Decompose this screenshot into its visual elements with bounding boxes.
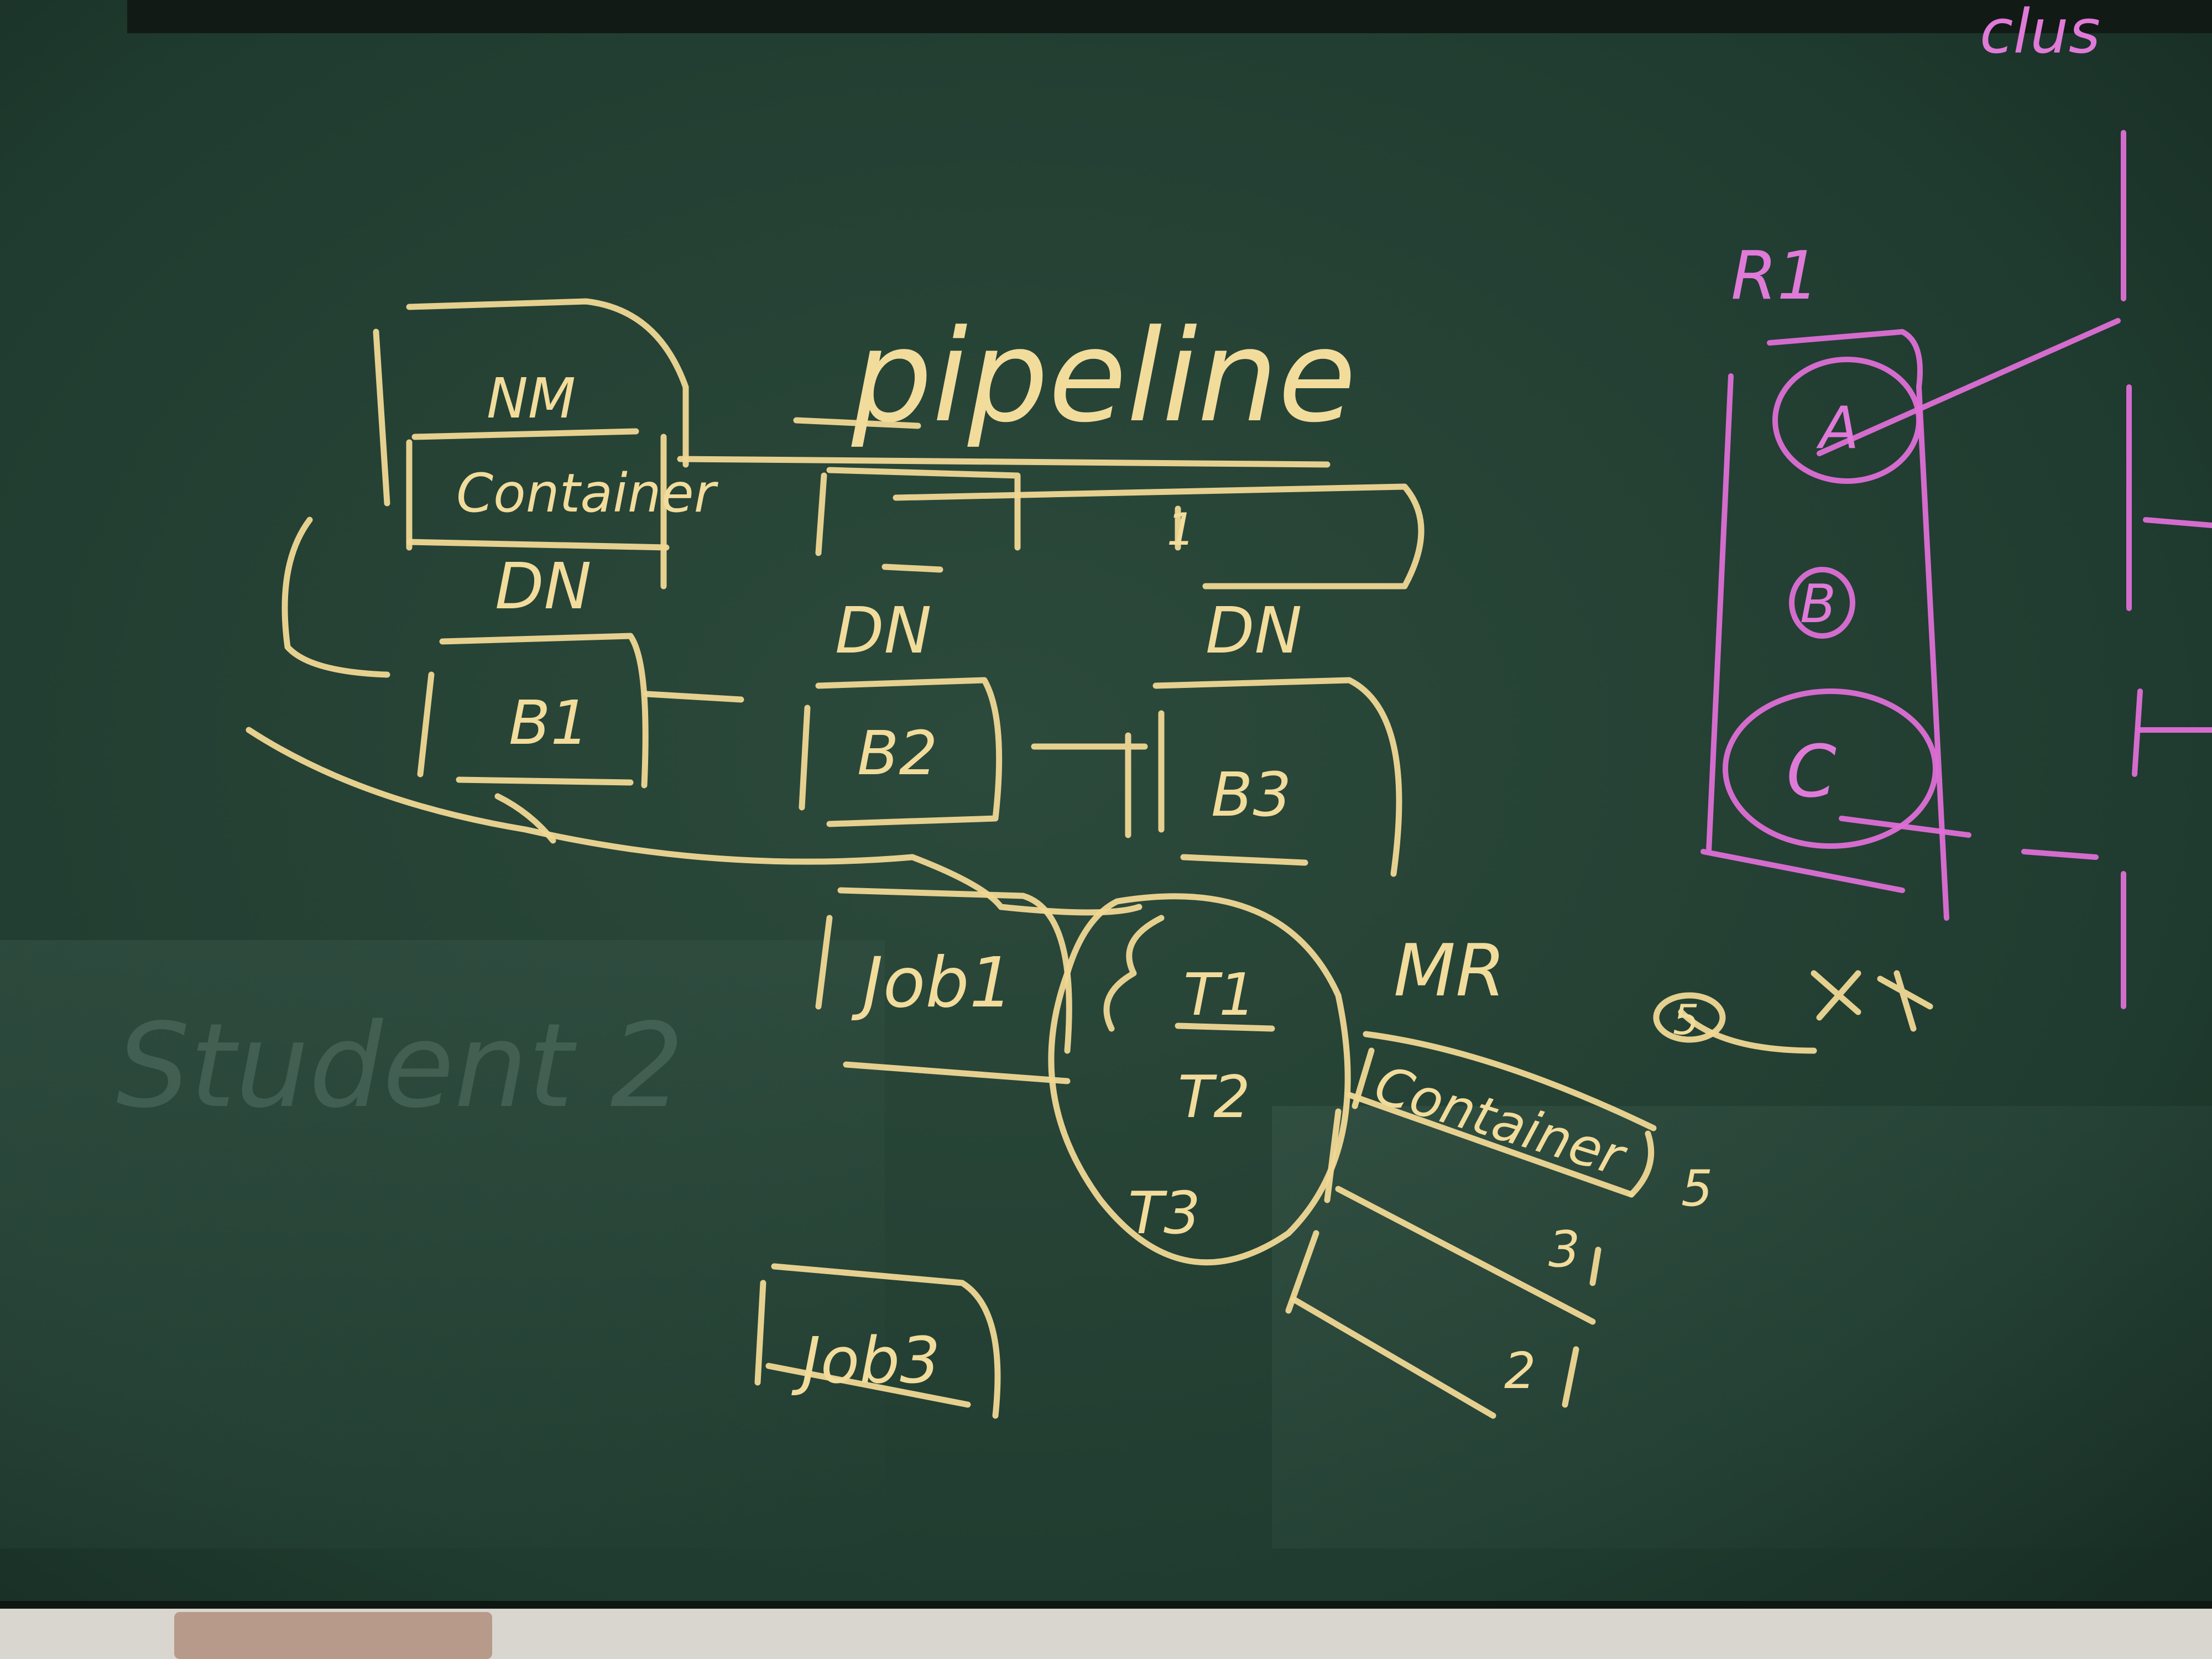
label-rack: R1 [1731,238,1819,315]
container-top [411,428,639,440]
mr-container-row1 [1346,1092,1635,1198]
cluster-divider [2121,130,2143,1009]
label-job3: Job3 [791,1324,940,1398]
pipeline-line [677,456,1331,468]
pipe-box-b [893,483,1425,589]
job3-box [754,1263,1001,1419]
label-row-5: 5 [1681,1160,1713,1218]
label-task-1: T1 [1183,961,1256,1029]
label-task-2: T2 [1178,1063,1250,1131]
label-dn-1: DN [495,550,592,624]
label-job1: Job1 [851,943,1013,1023]
mr-container-right [1562,1130,1655,1408]
top-frame [127,0,2212,33]
label-queue-b: B [1800,574,1836,635]
dn-group-bracket [281,517,390,678]
label-row-3: 3 [1548,1220,1580,1279]
b1-box [417,633,649,789]
queue-a-circle [1772,357,1922,484]
nm-box-arch [406,298,689,468]
label-mr: MR [1394,928,1506,1013]
label-b2: B2 [857,718,937,789]
label-task-3: T3 [1128,1180,1201,1247]
task-ellipse [1048,893,1351,1266]
eraser-smear-2 [1272,1106,2212,1548]
mr-container-left1 [1352,1047,1375,1109]
mr-container-row3 [1291,1296,1496,1419]
queue-a-arrow [1817,318,2121,456]
label-b3: B3 [1211,759,1291,830]
b1-b2-connector [644,691,744,703]
mr-container-top [1363,1031,1657,1131]
step-arrow [1678,1009,1817,1054]
t1-underline [1175,1022,1275,1032]
scheduler-diagram: R1 A B C clus [1700,0,2212,1009]
mr-container-left3 [1285,1230,1319,1314]
eraser [174,1612,492,1659]
pipeline-underline [793,417,921,429]
label-b1: B1 [509,687,589,758]
mr-container-left2 [1324,1108,1342,1203]
sweep-b1-hook [494,793,556,844]
hdfs-diagram: pipeline NM Container DN DN DN B1 B2 B3 … [246,298,1933,1419]
label-dn-2: DN [835,594,932,668]
label-row-2: 2 [1504,1342,1536,1400]
label-dn-3: DN [1206,594,1302,668]
label-pipe-1: 1 [1167,504,1195,555]
title-pipeline: pipeline [851,303,1356,451]
job1-box [815,887,1072,1084]
pipe-box-a [815,467,1021,573]
corner-text: clus [1980,0,2100,67]
label-nm: NM [487,366,576,431]
chalk-tray-shadow [0,1601,2212,1609]
nm-box-left [373,328,390,507]
mr-container-row2 [1335,1186,1596,1325]
step-circle [1653,992,1726,1043]
queue-b-circle [1789,567,1855,639]
rack-box [1700,329,1949,921]
label-step: 5 [1673,995,1699,1044]
ghost-text: Student 2 [116,998,684,1134]
b2-box [799,677,1003,827]
task-brace [1103,915,1165,1032]
label-container: Container [456,462,719,524]
label-queue-c: C [1786,729,1837,813]
sweep-curve [246,727,1142,916]
queue-c-circle [1723,688,1938,849]
eraser-smear [0,940,885,1548]
container-bottom [406,539,670,551]
queue-c-arrow [1839,816,2099,860]
label-queue-a: A [1816,394,1859,462]
scribble-mark [1811,970,1933,1032]
b2-b3-connector [1031,732,1148,838]
b3-box [1152,677,1402,877]
cluster-tick-1 [2143,517,2212,528]
